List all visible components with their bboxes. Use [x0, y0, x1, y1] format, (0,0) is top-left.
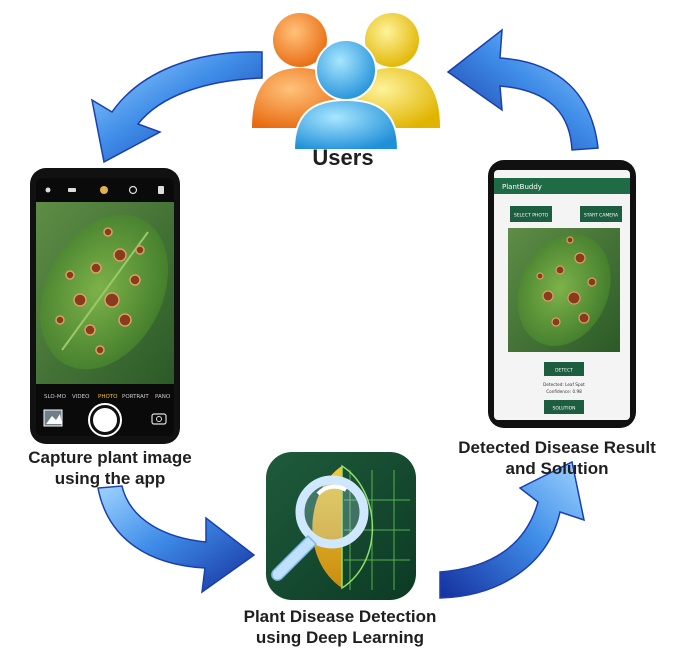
result-label-line-2: and Solution	[505, 459, 609, 479]
detect-button[interactable]	[544, 362, 584, 376]
camera-mode-3[interactable]: PORTRAIT	[122, 394, 149, 400]
result-line-0: Detected: Leaf Spot	[543, 382, 585, 387]
capture-label: Capture plant image using the app	[0, 447, 220, 490]
solution-button[interactable]	[544, 400, 584, 414]
camera-mode-bar: SLO-MO VIDEO PHOTO PORTRAIT PANO	[44, 394, 171, 400]
start-camera-button[interactable]	[580, 206, 622, 222]
solution-label: SOLUTION	[553, 406, 576, 412]
users-label: Users	[312, 145, 374, 170]
magnifier-icon	[271, 475, 369, 581]
result-phone: PlantBuddy SELECT PHOTO START CAMERA DET…	[488, 160, 636, 428]
detection-label-line-1: Plant Disease Detection	[243, 607, 437, 626]
camera-mode-1[interactable]: VIDEO	[72, 394, 90, 400]
app-title: PlantBuddy	[502, 183, 542, 191]
start-camera-label: START CAMERA	[584, 213, 619, 219]
result-label: Detected Disease Result and Solution	[432, 437, 682, 480]
shutter-button[interactable]	[91, 406, 119, 434]
arrow-detection-to-result	[439, 460, 585, 599]
arrow-capture-to-detection	[97, 485, 256, 594]
detection-label: Plant Disease Detection using Deep Learn…	[200, 606, 480, 649]
arrow-result-to-users	[446, 28, 599, 151]
camera-phone: SLO-MO VIDEO PHOTO PORTRAIT PANO	[30, 168, 180, 444]
detection-label-line-2: using Deep Learning	[255, 628, 425, 648]
capture-label-line-2: using the app	[54, 469, 166, 489]
diseased-leaf-image	[39, 214, 169, 370]
select-photo-button[interactable]	[510, 206, 552, 222]
result-label-line-1: Detected Disease Result	[458, 438, 656, 457]
camera-mode-2[interactable]: PHOTO	[98, 394, 118, 400]
detect-label: DETECT	[555, 368, 573, 374]
camera-top-icons	[45, 185, 164, 195]
app-bar	[494, 178, 630, 194]
plant-detection-app-icon	[266, 452, 416, 600]
capture-label-line-1: Capture plant image	[28, 448, 192, 467]
camera-mode-4[interactable]: PANO	[155, 394, 171, 400]
camera-mode-0[interactable]: SLO-MO	[44, 394, 67, 400]
switch-camera-icon[interactable]	[151, 413, 167, 425]
users-icon	[252, 13, 440, 151]
result-line-1: Confidence: 0.98	[546, 389, 582, 394]
arrow-users-to-capture	[90, 51, 263, 164]
select-photo-label: SELECT PHOTO	[514, 213, 549, 219]
